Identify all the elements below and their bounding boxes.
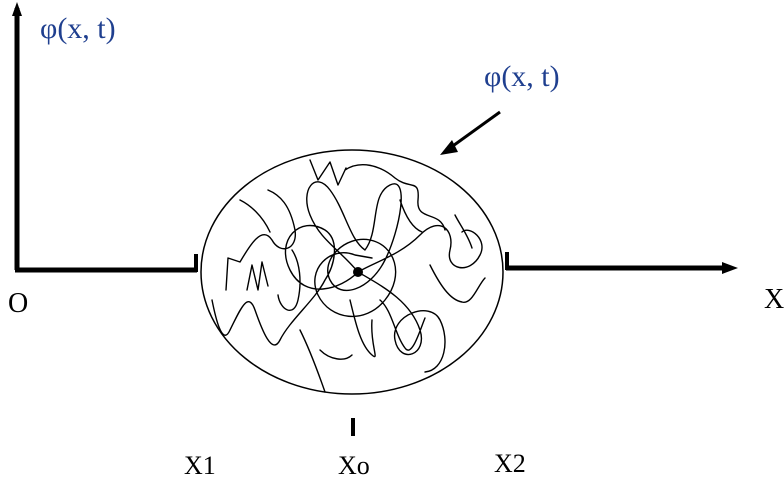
x-axis-label: X [764,284,784,315]
random-path-scribble [211,159,486,393]
wave-packet-ellipse [200,149,504,395]
pointer-arrowhead [440,140,458,155]
y-axis-arrowhead [12,2,22,16]
x-axis-arrowhead [722,262,738,274]
pointer-arrow-line [449,110,501,150]
origin-label: O [8,288,28,319]
x2-label: X2 [494,449,526,478]
x1-label: X1 [184,451,216,480]
y-axis-label: φ(x, t) [40,12,116,45]
center-point-x0 [353,267,363,277]
x0-label: Xo [338,451,370,480]
wave-packet-label: φ(x, t) [484,60,560,93]
